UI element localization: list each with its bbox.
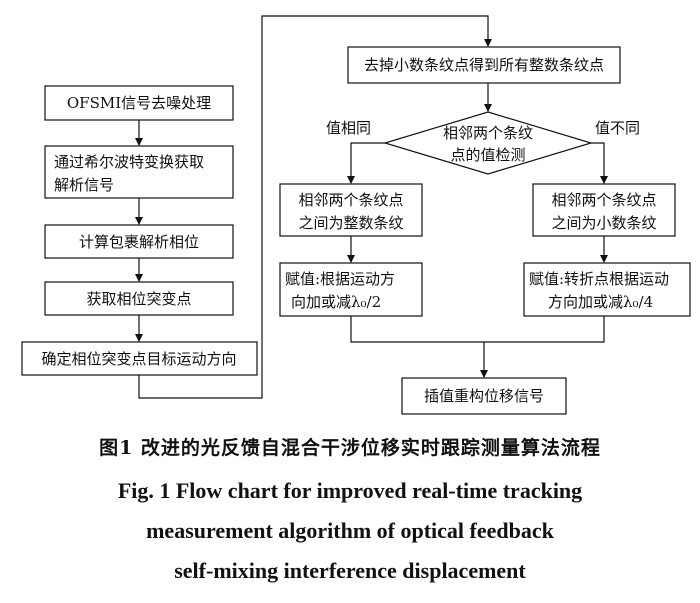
decision-diamond [382,111,594,175]
assign-diff-label-line1: 赋值:转折点根据运动 [529,270,669,288]
diff-result-label-line2: 之间为小数条纹 [551,214,656,232]
assign-same-label-line1: 赋值:根据运动方 [285,270,395,288]
connector-direction-remove [138,15,492,399]
decision-label-line1: 相邻两个条纹 [443,124,533,142]
connector-decision-diff [591,142,608,184]
assign-diff-label-line2: 方向加或减λ₀/4 [548,293,653,311]
interpolate-label: 插值重构位移信号 [424,387,544,405]
interpolate-box [401,377,567,415]
denoise-label: OFSMI信号去噪处理 [67,94,211,112]
caption-english-line2: measurement algorithm of optical feedbac… [146,518,554,543]
caption-english-line3: self-mixing interference displacement [174,558,526,583]
decision-label-line2: 点的值检测 [450,146,525,164]
hilbert-label-line2: 解析信号 [54,176,114,194]
hilbert-label-line1: 通过希尔波特变换获取 [54,153,204,171]
remove-small-label: 去掉小数条纹点得到所有整数条纹点 [364,56,604,74]
connector-decision-same [347,142,385,184]
same-result-label-line1: 相邻两个条纹点 [298,191,403,209]
connector-assign-diff-merge [484,316,605,343]
remove-small-box [347,46,621,84]
same-branch-label: 值相同 [326,119,371,137]
unwrap-label: 计算包裹解析相位 [79,233,199,251]
caption-english-line1: Fig. 1 Flow chart for improved real-time… [117,478,583,503]
assign-same-label-line2: 向加或减λ₀/2 [291,293,381,311]
direction-label: 确定相位突变点目标运动方向 [41,350,236,368]
jump-points-label: 获取相位突变点 [86,290,191,308]
diff-branch-label: 值不同 [595,119,640,137]
connector-assign-same-merge [350,316,484,343]
assign-diff-box [523,262,691,317]
diff-result-label-line1: 相邻两个条纹点 [551,191,656,209]
flowchart-diagram: OFSMI信号去噪处理 通过希尔波特变换获取 解析信号 计算包裹解析相位 获取相… [21,15,691,415]
caption-chinese: 图1 改进的光反馈自混合干涉位移实时跟踪测量算法流程 [99,437,601,459]
same-result-label-line2: 之间为整数条纹 [298,214,403,232]
